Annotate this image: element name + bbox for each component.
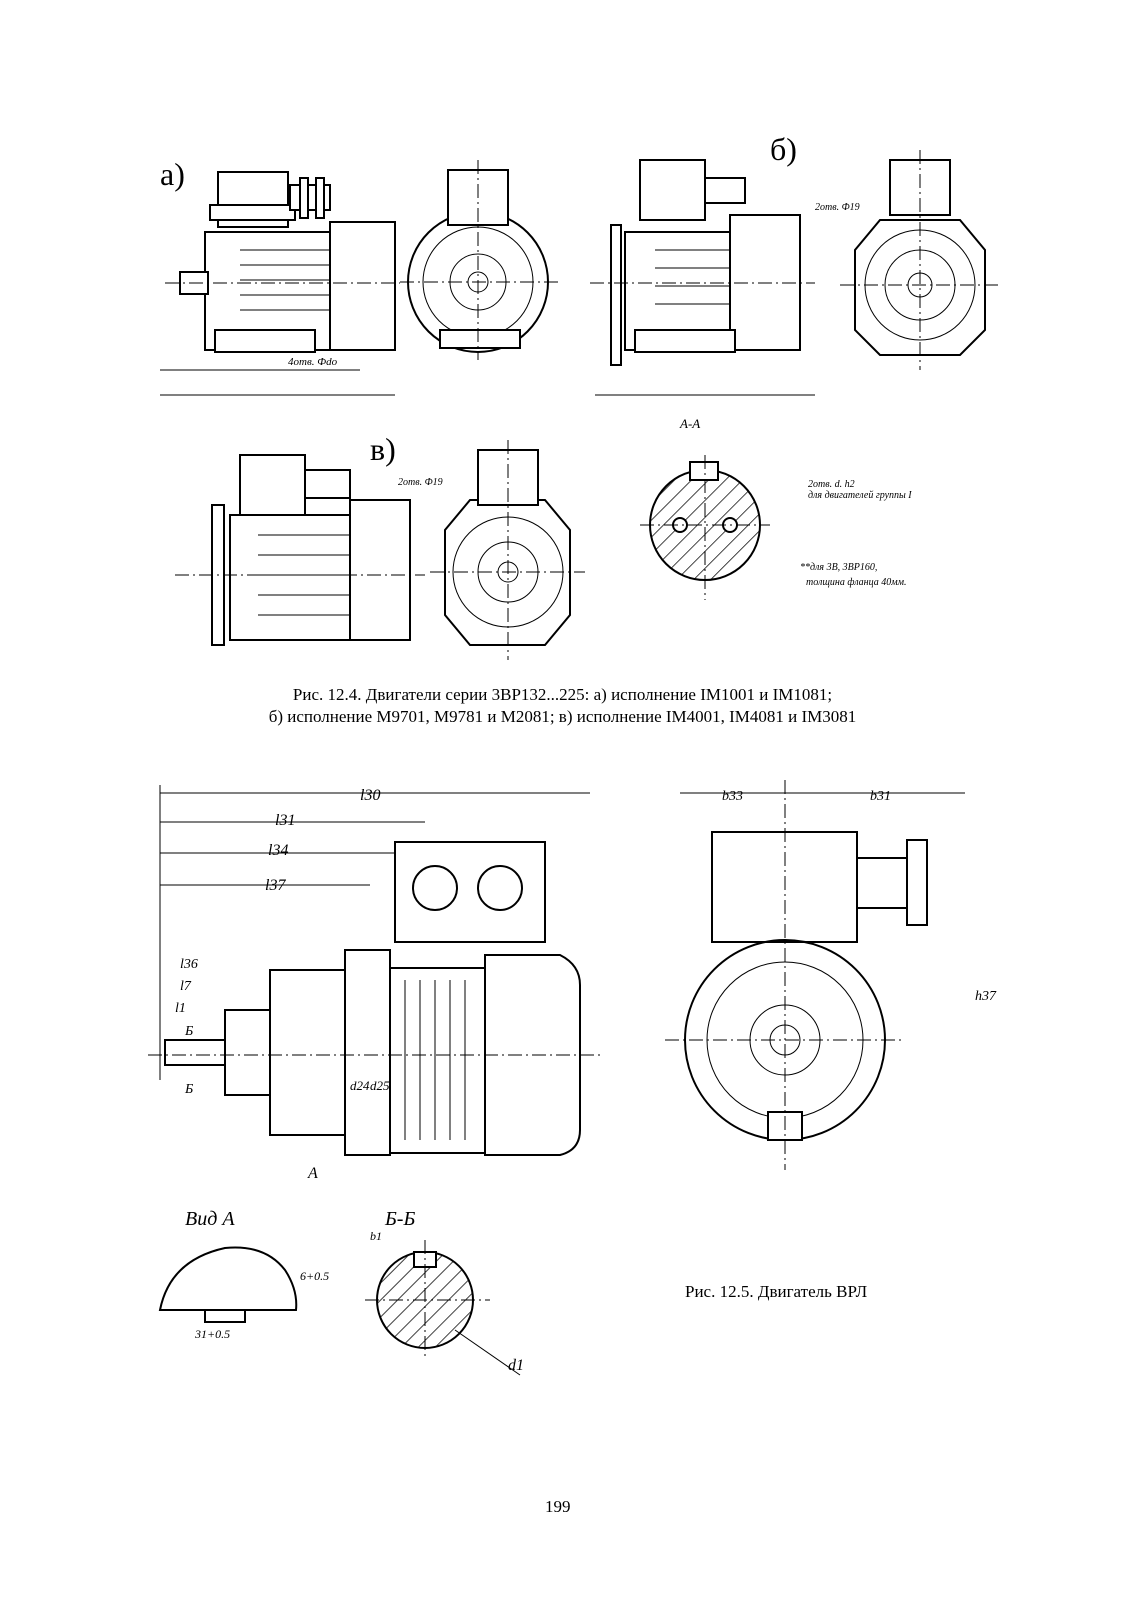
view-a-side-drawing [160, 171, 400, 396]
page-number: 199 [545, 1497, 571, 1516]
holes-4-label: 4отв. Фdo [288, 356, 338, 368]
dim-l31: l31 [275, 812, 295, 829]
dim-l1: l1 [175, 1001, 186, 1016]
dim-b1: b1 [370, 1229, 382, 1243]
dim-b31: b31 [870, 789, 891, 804]
holes-19-label-b: 2отв. Ф19 [815, 202, 860, 213]
dim-l37: l37 [265, 877, 286, 894]
view-v-front-drawing [430, 440, 585, 660]
view-a-dim-height: 6+0.5 [300, 1269, 329, 1283]
view-a-title: Вид A [185, 1208, 235, 1230]
view-v-side-drawing [175, 454, 425, 646]
section-bb-title: Б-Б [384, 1208, 415, 1230]
holes-2-label: 2отв. d. h2 [808, 479, 855, 490]
view-b-front-drawing [840, 150, 1000, 370]
group-note: для двигателей группы I [808, 490, 912, 501]
dim-d1: d1 [508, 1357, 524, 1374]
figure-12-4-caption-line2: б) исполнение M9701, M9781 и M2081; в) и… [268, 707, 857, 726]
dim-d24: d24 [350, 1078, 370, 1093]
section-b-mark-bottom: Б [184, 1082, 193, 1097]
view-b-label: б) [770, 131, 797, 167]
section-aa-drawing [640, 455, 770, 600]
dim-l36: l36 [180, 957, 198, 972]
view-a-dim-width: 31+0.5 [194, 1327, 230, 1341]
view-a-label: а) [160, 156, 185, 192]
fig-12-5-front-drawing [665, 780, 965, 1170]
dim-l34: l34 [268, 842, 288, 859]
dim-b33: b33 [722, 789, 743, 804]
dim-d25: d25 [370, 1078, 390, 1093]
section-aa-label: A-A [679, 416, 700, 431]
dim-l7: l7 [180, 979, 192, 994]
dim-l30: l30 [360, 787, 380, 804]
holes-19-label-v: 2отв. Ф19 [398, 477, 443, 488]
flange-note-2: толщина фланца 40мм. [806, 577, 907, 588]
view-b-side-drawing [590, 159, 815, 396]
view-a-mark: A [307, 1165, 318, 1182]
view-a-front-drawing [400, 160, 560, 360]
view-a-detail-drawing [158, 1246, 298, 1323]
figure-12-4-caption-line1: Рис. 12.4. Двигатели серии 3ВР132...225:… [292, 685, 833, 704]
view-v-label: в) [370, 431, 396, 467]
section-b-mark-top: Б [184, 1024, 193, 1039]
fig-12-5-side-drawing [148, 785, 600, 1156]
flange-note-1: **для 3В, 3ВР160, [800, 562, 877, 573]
section-bb-drawing [365, 1240, 521, 1376]
figure-12-5-caption: Рис. 12.5. Двигатель ВРЛ [685, 1282, 868, 1301]
dim-h37: h37 [975, 989, 997, 1004]
